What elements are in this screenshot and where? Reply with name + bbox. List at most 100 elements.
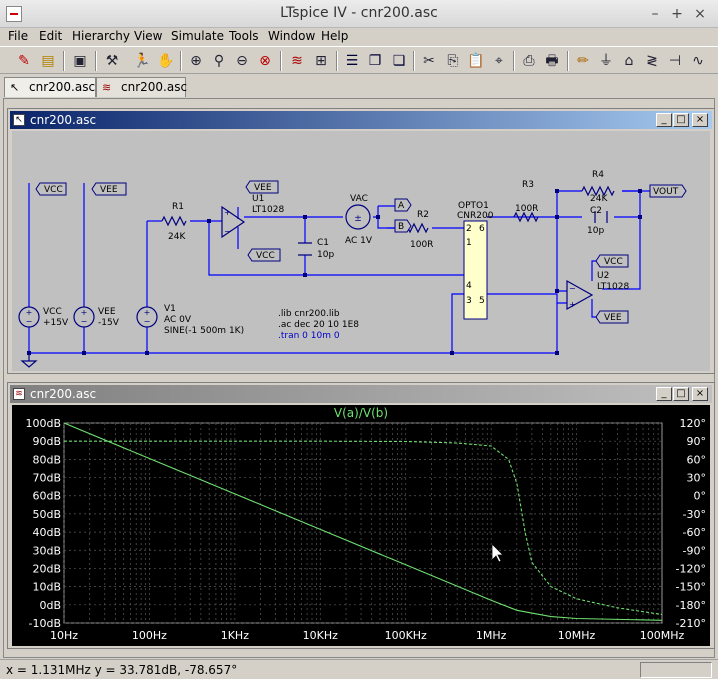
paste-icon[interactable]: 📋: [467, 53, 485, 69]
label-pin2: 2: [466, 224, 472, 234]
save-icon[interactable]: ▣: [73, 53, 87, 69]
capacitor-icon[interactable]: ⊣: [668, 53, 682, 69]
label-r3-value: 100R: [515, 204, 538, 214]
opto-block[interactable]: [463, 220, 488, 320]
copy-icon[interactable]: ⎘: [447, 53, 459, 69]
zoom-fit-icon[interactable]: ⊗: [259, 53, 271, 69]
label-vee-u1: VEE: [254, 183, 272, 193]
y-tick-label-right: -30°: [683, 508, 706, 521]
halt-hand-icon[interactable]: ✋: [157, 53, 175, 69]
source-polarity: +− +− +− ±: [26, 214, 362, 326]
menu-tools[interactable]: Tools: [229, 29, 259, 43]
y-tick-label-left: 10dB: [32, 581, 61, 594]
resistor-icon[interactable]: ≷: [646, 53, 658, 69]
menu-simulate[interactable]: Simulate: [171, 29, 225, 43]
label-r3: R3: [522, 180, 534, 190]
schematic-canvas[interactable]: +− +− +− ±: [12, 131, 710, 371]
window-titlebar[interactable]: LTspice IV - cnr200.asc – + ×: [0, 0, 718, 28]
label-r2-value: 100R: [410, 240, 433, 250]
y-tick-label-left: 20dB: [32, 562, 61, 575]
menu-edit[interactable]: Edit: [39, 29, 63, 43]
tile-vertical-icon[interactable]: ❏: [392, 53, 406, 69]
phase-trace[interactable]: [64, 440, 663, 616]
plot-maximize-button[interactable]: □: [673, 387, 689, 401]
minimize-button[interactable]: –: [651, 6, 659, 22]
plot-close-button[interactable]: ×: [692, 387, 708, 401]
menu-help[interactable]: Help: [321, 29, 349, 43]
plot-frame: [63, 422, 663, 624]
cascade-icon[interactable]: ❐: [368, 53, 382, 69]
grid-icon[interactable]: ⊞: [315, 53, 327, 69]
svg-text:+: +: [81, 308, 88, 317]
label-c1: C1: [317, 238, 329, 248]
plot-minimize-button[interactable]: _: [656, 387, 672, 401]
label-vcc-u1: VCC: [256, 251, 275, 261]
schematic-maximize-button[interactable]: □: [673, 113, 689, 127]
schematic-labels: VCC VEE VEE VCC R1 24K U1 LT1028 C1 10p …: [43, 170, 679, 341]
print-icon[interactable]: 🖶: [545, 53, 559, 69]
find-binoculars-icon[interactable]: ⌖: [495, 53, 503, 69]
label-vcc-source: VCC: [43, 307, 62, 317]
schematic-close-button[interactable]: ×: [692, 113, 708, 127]
pan-icon[interactable]: ⚲: [213, 53, 225, 69]
svg-text:+: +: [224, 208, 231, 217]
schematic-minimize-button[interactable]: _: [656, 113, 672, 127]
cut-icon[interactable]: ✂: [423, 53, 435, 69]
trace-title[interactable]: V(a)/V(b): [334, 406, 388, 420]
toolbar: ✎ ▤ ▣ ⚒ 🏃 ✋ ⊕ ⚲ ⊖ ⊗ ≋ ⊞ ☰ ❐ ❏ ✂ ⎘ 📋 ⌖ ⎙ …: [0, 46, 718, 74]
draw-wire-icon[interactable]: ✏: [577, 53, 589, 69]
waveform-icon: ≋: [102, 81, 112, 94]
menu-view[interactable]: View: [134, 29, 163, 43]
autorange-icon[interactable]: ≋: [291, 53, 303, 69]
svg-text:+: +: [26, 308, 33, 317]
label-net-icon[interactable]: ⌂: [624, 53, 634, 69]
x-tick-label: 1KHz: [221, 629, 249, 642]
schematic-window-titlebar[interactable]: ↖ cnr200.asc _ □ ×: [10, 111, 712, 129]
menu-window[interactable]: Window: [268, 29, 316, 43]
control-panel-icon[interactable]: ⚒: [105, 53, 119, 69]
print-preview-icon[interactable]: ⎙: [523, 53, 535, 69]
new-schematic-icon[interactable]: ✎: [18, 53, 30, 69]
tab-waveform-label: cnr200.asc: [121, 80, 188, 94]
label-vout: VOUT: [653, 187, 679, 197]
menu-hierarchy[interactable]: Hierarchy: [72, 29, 131, 43]
label-vee-top: VEE: [100, 185, 118, 195]
net-flags: [35, 180, 687, 324]
maximize-button[interactable]: +: [671, 6, 683, 22]
plot-window-titlebar[interactable]: ≋ cnr200.asc _ □ ×: [10, 385, 712, 403]
label-opto-value: CNR200: [457, 211, 494, 221]
label-c2: C2: [590, 206, 602, 216]
tab-waveform[interactable]: ≋ cnr200.asc: [96, 77, 188, 97]
menu-file[interactable]: File: [8, 29, 29, 43]
tile-horizontal-icon[interactable]: ☰: [345, 53, 359, 69]
toolbar-separator: [513, 51, 515, 71]
status-bar: x = 1.131MHz y = 33.781dB, -78.657°: [0, 659, 718, 679]
tab-schematic[interactable]: ↖ cnr200.asc: [4, 77, 96, 97]
run-icon[interactable]: 🏃: [133, 53, 151, 69]
zoom-in-icon[interactable]: ⊕: [190, 53, 202, 69]
open-folder-icon[interactable]: ▤: [41, 53, 55, 69]
ground-icon[interactable]: ⏚: [599, 53, 613, 69]
label-u1-value: LT1028: [252, 205, 284, 215]
op-amp-pins: +− −+: [224, 208, 576, 309]
label-v1-sine: SINE(-1 500m 1K): [164, 326, 244, 336]
directive-ac: .ac dec 20 10 1E8: [278, 320, 359, 330]
label-u2: U2: [597, 271, 609, 281]
y-tick-label-right: 0°: [694, 490, 707, 503]
inductor-icon[interactable]: ∿: [692, 53, 704, 69]
zoom-out-icon[interactable]: ⊖: [236, 53, 248, 69]
magnitude-trace[interactable]: [63, 422, 663, 621]
wires: [28, 183, 650, 354]
y-tick-label-right: 60°: [687, 453, 707, 466]
schematic-drawing[interactable]: +− +− +− ±: [12, 131, 710, 371]
y-tick-label-right: -120°: [676, 562, 706, 575]
plot-traces: [63, 422, 663, 621]
close-button[interactable]: ×: [694, 6, 706, 22]
label-r2: R2: [417, 210, 429, 220]
toolbar-separator: [63, 51, 65, 71]
schematic-window-title: cnr200.asc: [30, 113, 97, 127]
x-tick-label: 10MHz: [558, 629, 596, 642]
